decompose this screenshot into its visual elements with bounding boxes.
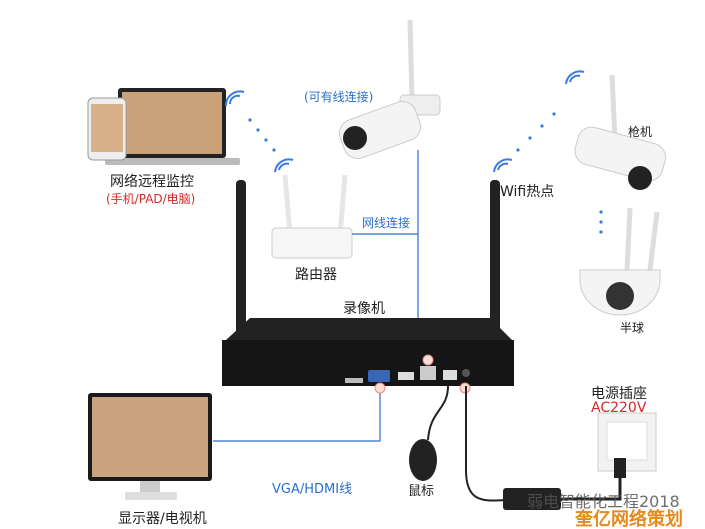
watermark-text: 弱电智能化工程2018 xyxy=(527,492,680,511)
remote-monitor-label: 网络远程监控 xyxy=(110,174,194,190)
mouse-icon xyxy=(409,385,449,481)
dome-camera-label: 半球 xyxy=(620,321,645,335)
bullet-camera-label: 枪机 xyxy=(628,125,653,139)
wifi-icon xyxy=(224,70,585,173)
watermark-brand: 奎亿网络策划 xyxy=(575,509,683,529)
dome-camera-icon xyxy=(579,207,661,316)
power-adapter-icon xyxy=(465,386,622,510)
monitor-icon xyxy=(88,393,212,500)
wireless-dots xyxy=(248,112,603,234)
wifi-hotspot-label: Wifi热点 xyxy=(500,184,555,200)
wired-optional-label: (可有线连接) xyxy=(304,90,374,104)
nvr-device-icon xyxy=(222,180,514,394)
router-label: 路由器 xyxy=(295,267,337,283)
router-icon xyxy=(271,174,353,259)
power-socket-icon xyxy=(597,412,657,478)
bullet-camera-icon xyxy=(574,74,666,190)
vga-hdmi-label: VGA/HDMI线 xyxy=(272,482,353,497)
wired-camera-icon xyxy=(339,19,441,160)
voltage-label: AC220V xyxy=(591,400,647,416)
mouse-label: 鼠标 xyxy=(408,484,435,499)
remote-devices-label: (手机/PAD/电脑) xyxy=(106,192,196,206)
cable-link-label: 网线连接 xyxy=(362,216,411,230)
laptop-icon xyxy=(87,88,240,165)
power-socket-label: 电源插座 xyxy=(591,386,647,402)
monitor-label: 显示器/电视机 xyxy=(118,511,207,527)
nvr-label: 录像机 xyxy=(343,301,385,317)
